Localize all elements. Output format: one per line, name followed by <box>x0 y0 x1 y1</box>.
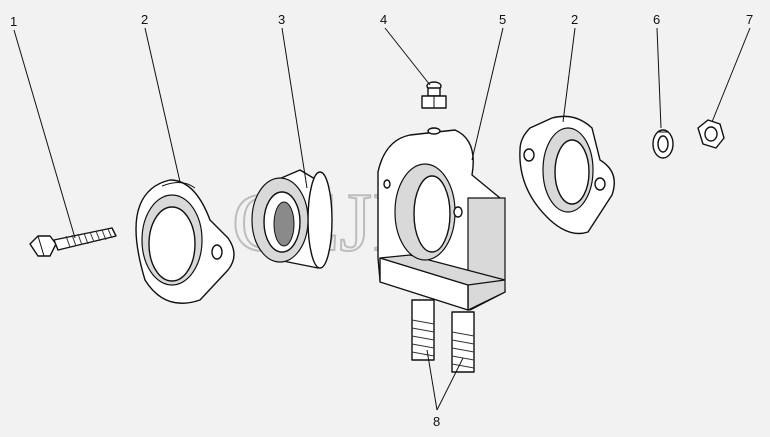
callout-2-left: 2 <box>141 12 148 27</box>
leader-8b <box>436 357 464 411</box>
lock-washer-icon <box>652 129 674 159</box>
bearing-housing-icon <box>377 127 506 311</box>
callout-5: 5 <box>499 12 506 27</box>
leader-2-right <box>562 27 576 123</box>
studs-icon <box>411 299 475 373</box>
leader-4 <box>384 27 431 86</box>
grease-fitting-icon <box>421 81 447 109</box>
leader-2-left <box>144 27 181 183</box>
leader-6 <box>656 27 662 129</box>
callout-3: 3 <box>278 12 285 27</box>
leader-3 <box>281 27 308 189</box>
leader-5 <box>471 27 504 161</box>
bearing-icon <box>251 169 333 269</box>
leader-1 <box>13 29 76 239</box>
callout-1: 1 <box>10 14 17 29</box>
callout-7: 7 <box>746 12 753 27</box>
leader-7 <box>711 27 751 123</box>
callout-4: 4 <box>380 12 387 27</box>
bolt-icon <box>29 227 117 257</box>
callout-2-right: 2 <box>571 12 578 27</box>
leader-8a <box>426 349 438 411</box>
callout-8: 8 <box>433 414 440 429</box>
nut-icon <box>697 119 725 149</box>
flange-icon <box>135 179 235 304</box>
callout-6: 6 <box>653 12 660 27</box>
flange-icon <box>519 115 615 235</box>
